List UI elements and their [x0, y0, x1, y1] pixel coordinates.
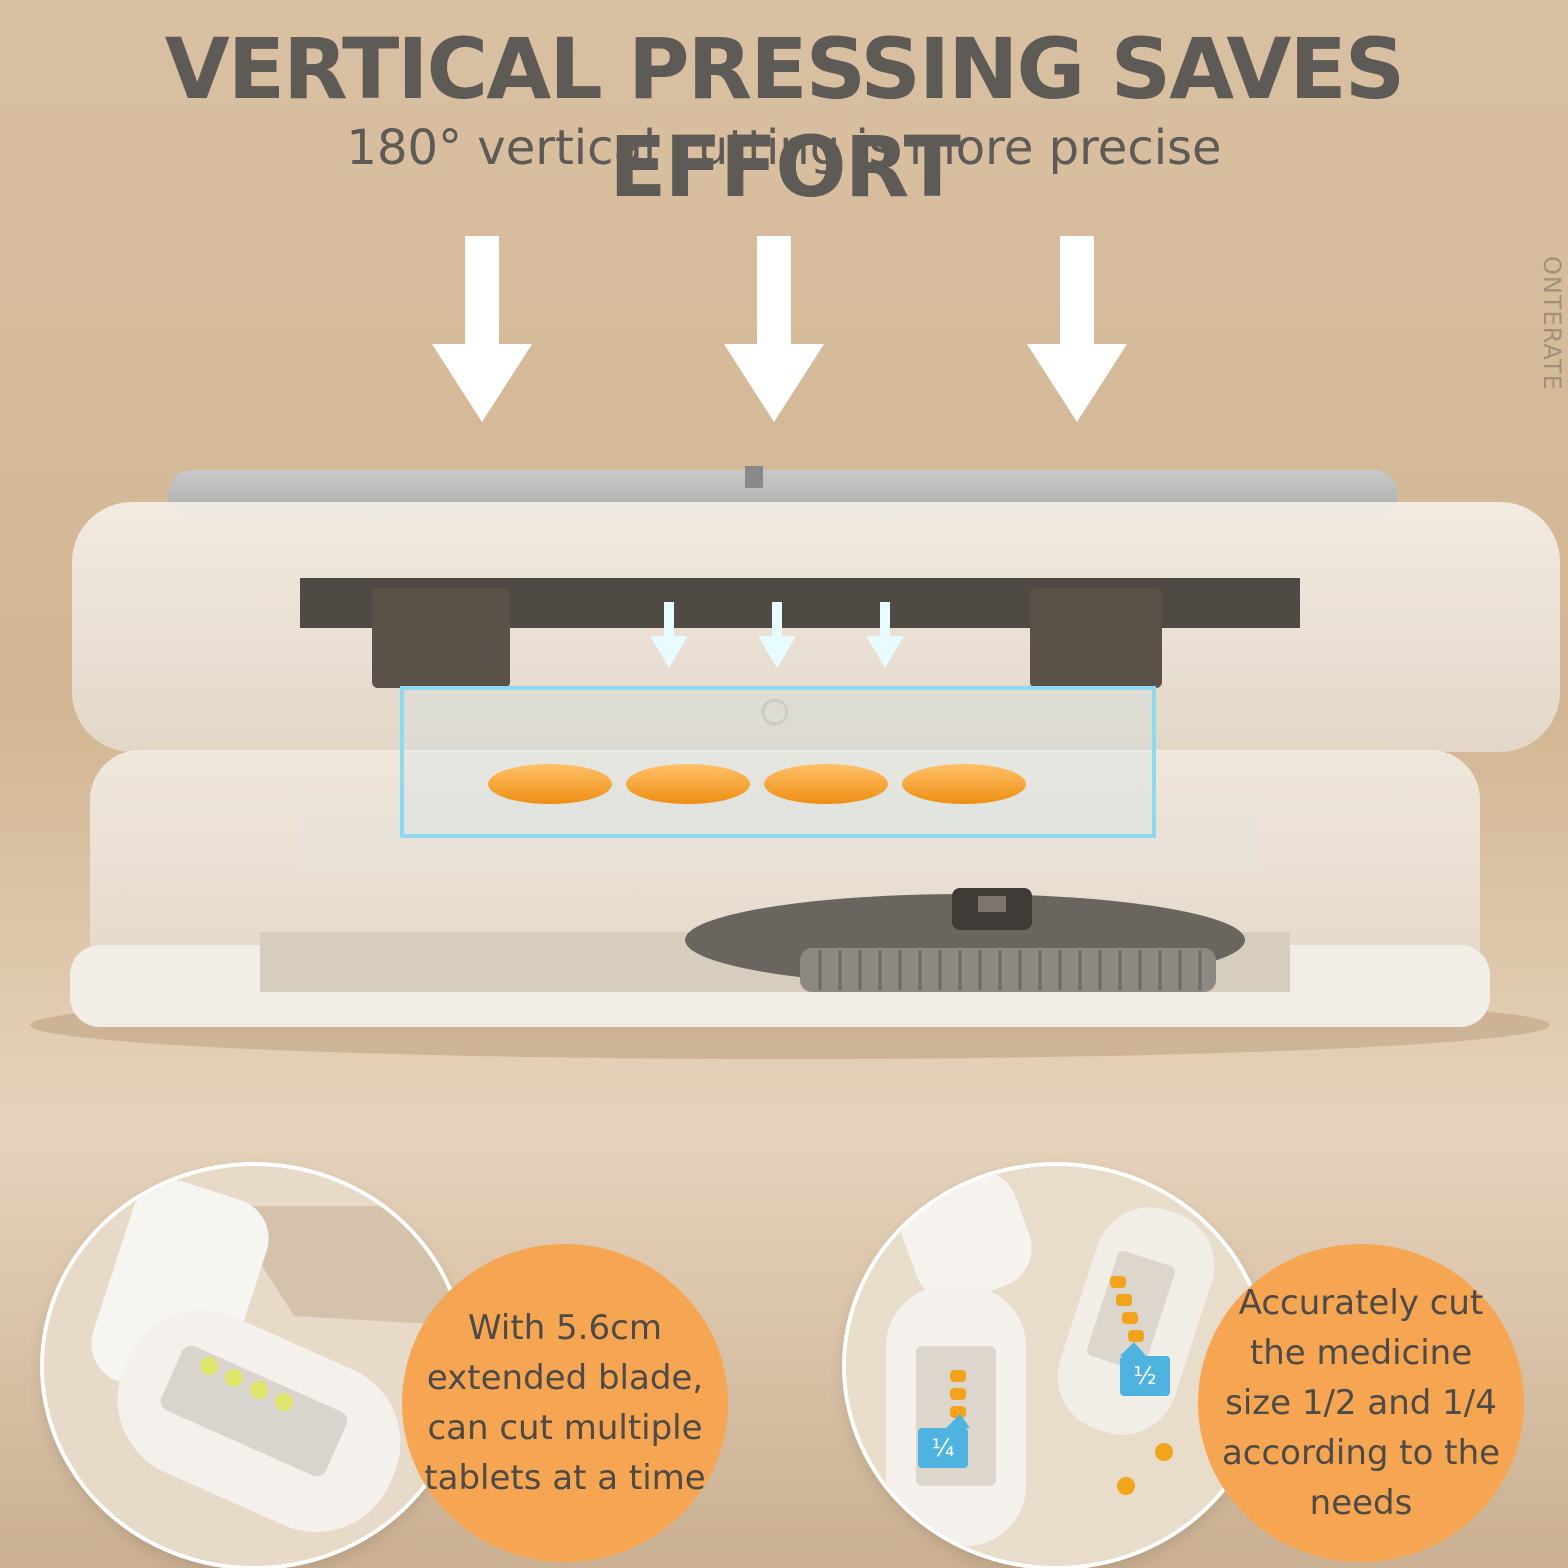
arrow-down-icon [1027, 236, 1127, 422]
tablets [950, 1276, 1173, 1495]
feature-badge-extended-blade: With 5.6cm extended blade, can cut multi… [402, 1244, 728, 1562]
pressing-arrows [432, 236, 1127, 422]
cutting-zone-highlight [400, 686, 1156, 838]
brand-watermark: ONTERATE [1538, 256, 1566, 391]
tablets [200, 1357, 293, 1411]
small-arrow-down-icon [866, 602, 904, 668]
callout-half: ½ [1120, 1342, 1170, 1396]
feature-photo-extended-blade [44, 1166, 464, 1566]
callout-quarter-label: ¼ [931, 1434, 954, 1462]
arrow-down-icon [724, 236, 824, 422]
blade-holder-left [372, 588, 510, 688]
arrow-down-icon [432, 236, 532, 422]
page-subtitle: 180° vertical cutting is more precise [346, 120, 1222, 176]
tablets [488, 764, 1026, 804]
blade-holder-right [1030, 588, 1162, 688]
feature-text: Accurately cut the medicine size 1/2 and… [1221, 1283, 1501, 1523]
small-arrow-down-icon [650, 602, 688, 668]
pill-cutter-illustration [30, 466, 1560, 1059]
feature-badge-cut-sizes: Accurately cut the medicine size 1/2 and… [1198, 1244, 1524, 1562]
page-title: VERTICAL PRESSING SAVES EFFORT [164, 20, 1406, 216]
small-arrow-down-icon [758, 602, 796, 668]
gear-knob [800, 948, 1216, 992]
callout-half-label: ½ [1133, 1362, 1156, 1390]
feature-photo-cut-sizes: ½ ¼ [846, 1166, 1266, 1566]
feature-text: With 5.6cm extended blade, can cut multi… [424, 1308, 706, 1498]
callout-quarter: ¼ [918, 1414, 970, 1468]
